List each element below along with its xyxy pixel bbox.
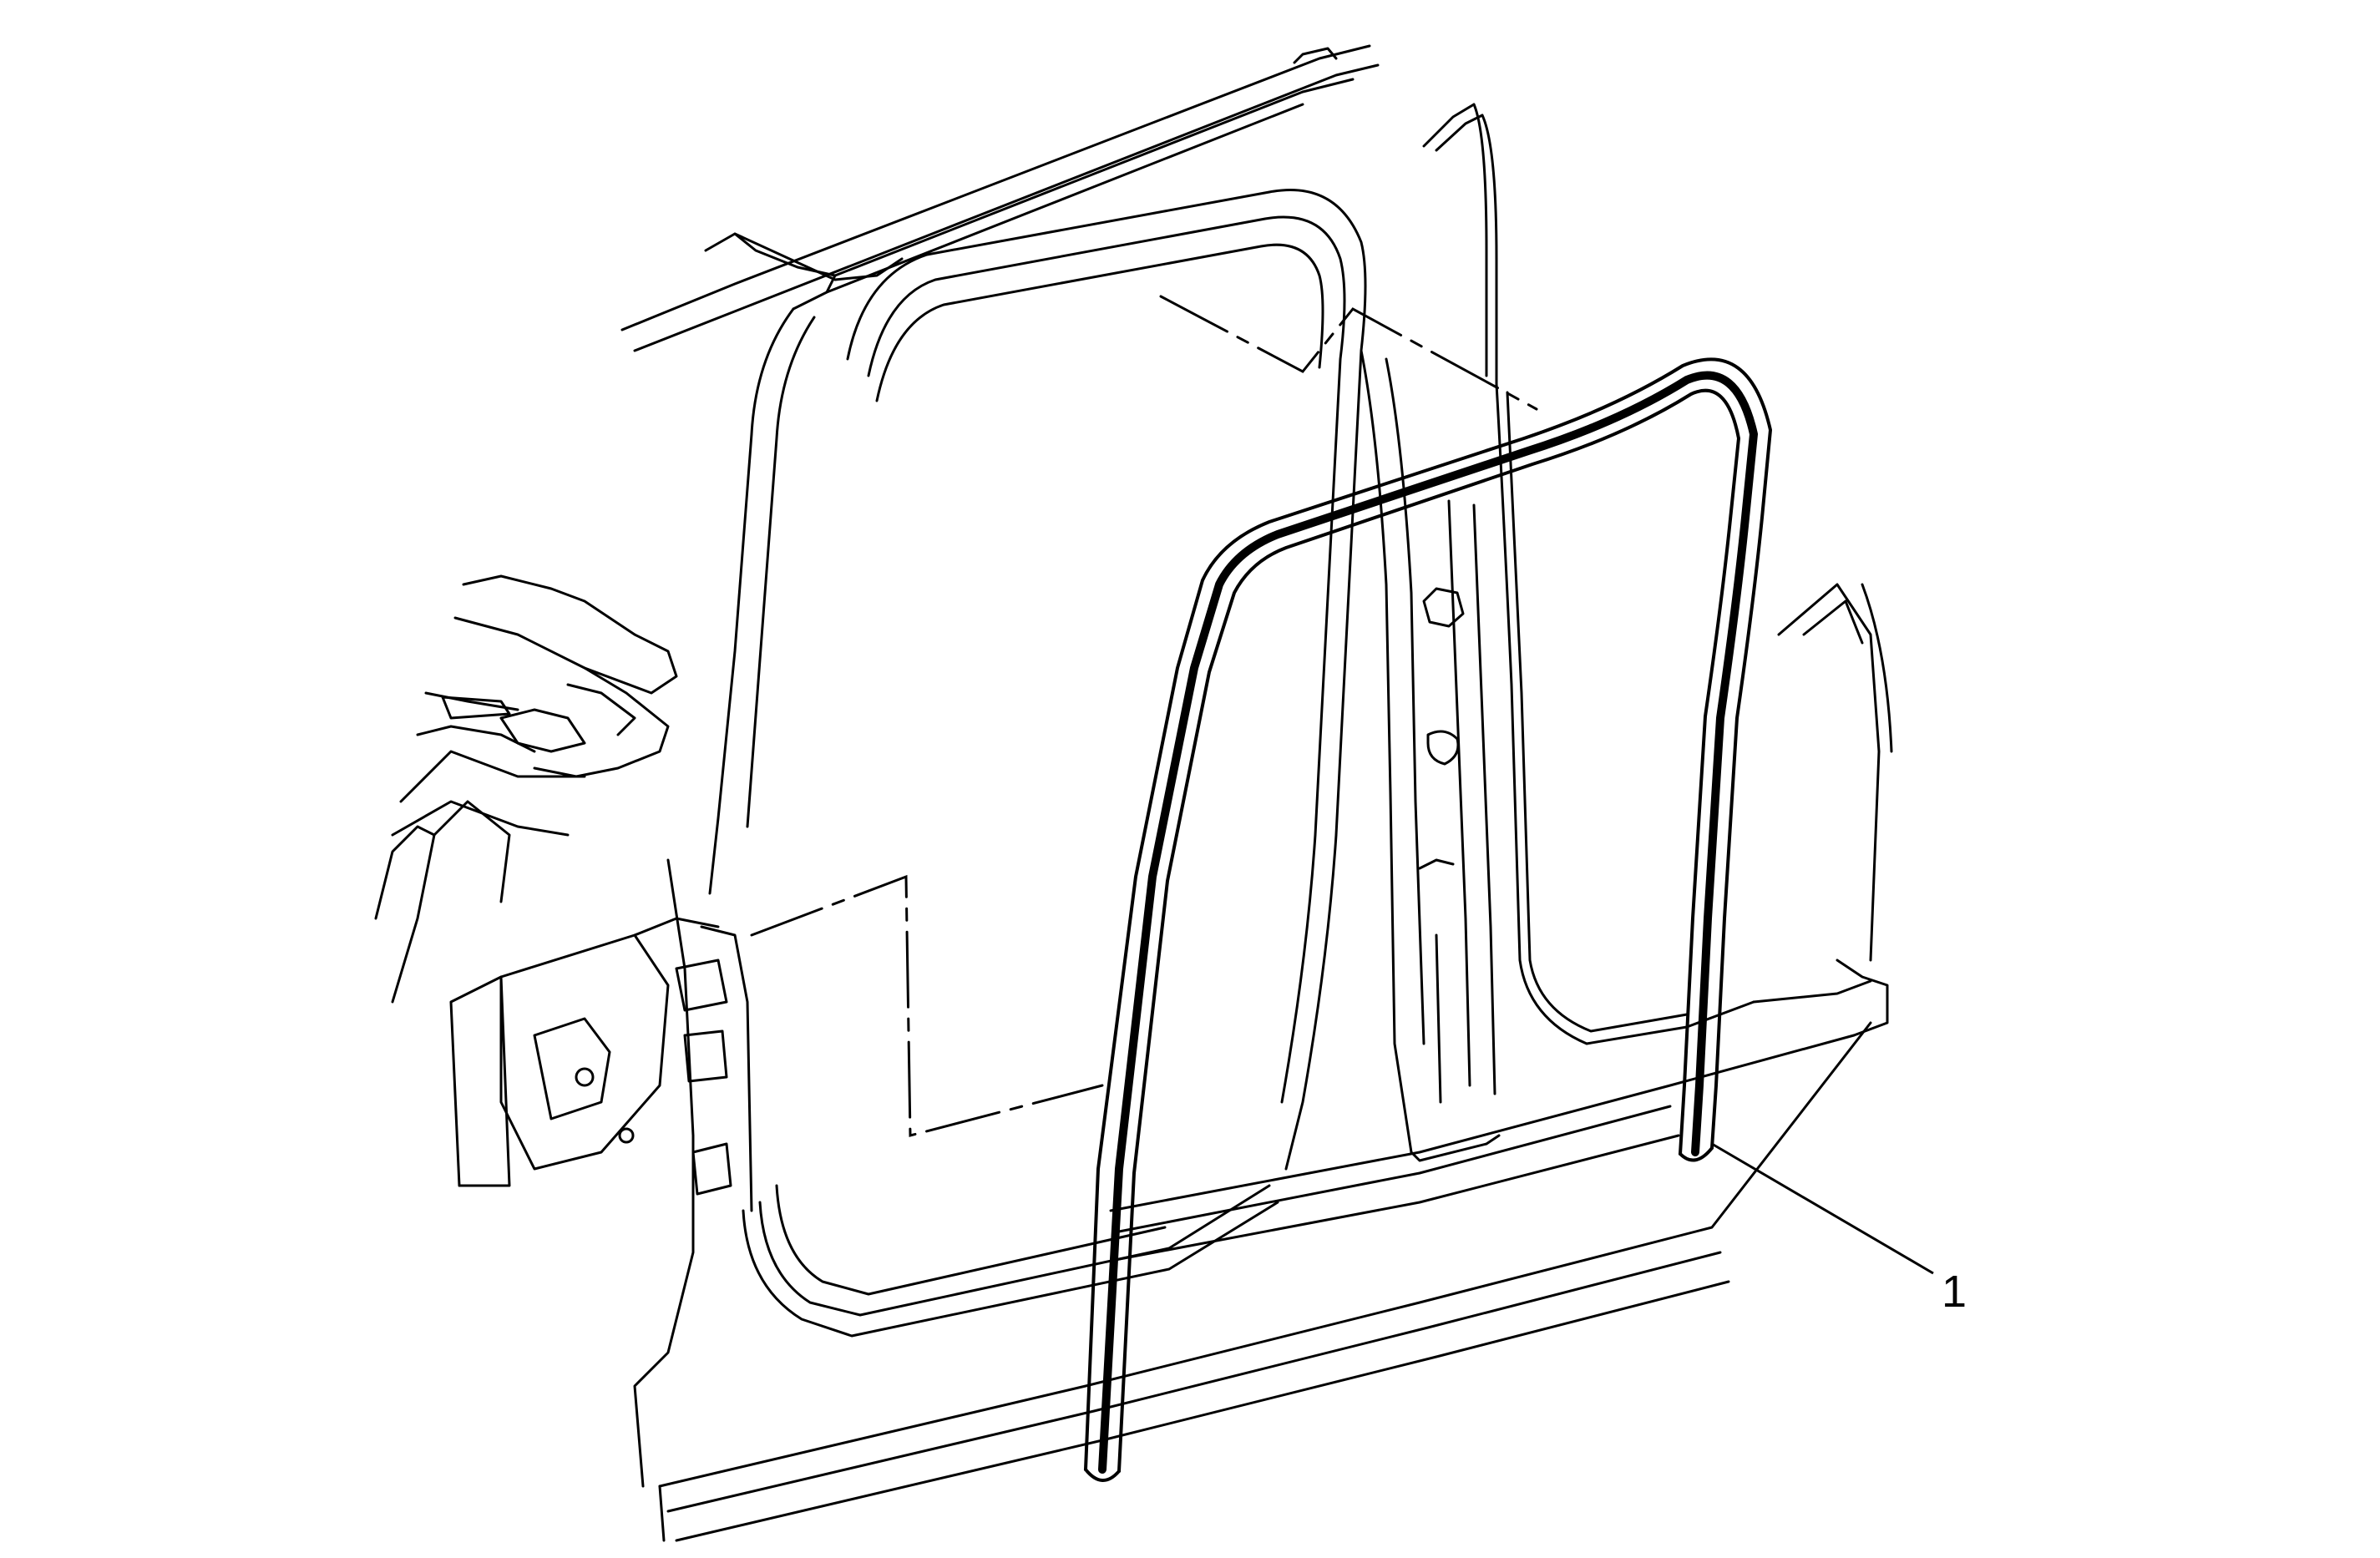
callout-leader-line [1711,1142,1934,1275]
front-door-opening [708,189,1367,1338]
rocker-panel [658,1021,1872,1542]
roof-rail [620,44,1484,352]
dash-structure [374,574,678,1004]
b-pillar [1360,349,1501,1162]
dashed-leader-lines [750,295,1538,1137]
callout-label: 1 [1942,1267,1967,1317]
rear-door-opening [1472,103,1893,1045]
door-weatherstrip [1084,357,1772,1482]
callout-1: 1 [1711,1142,1967,1317]
hinge-pillar [449,858,753,1488]
